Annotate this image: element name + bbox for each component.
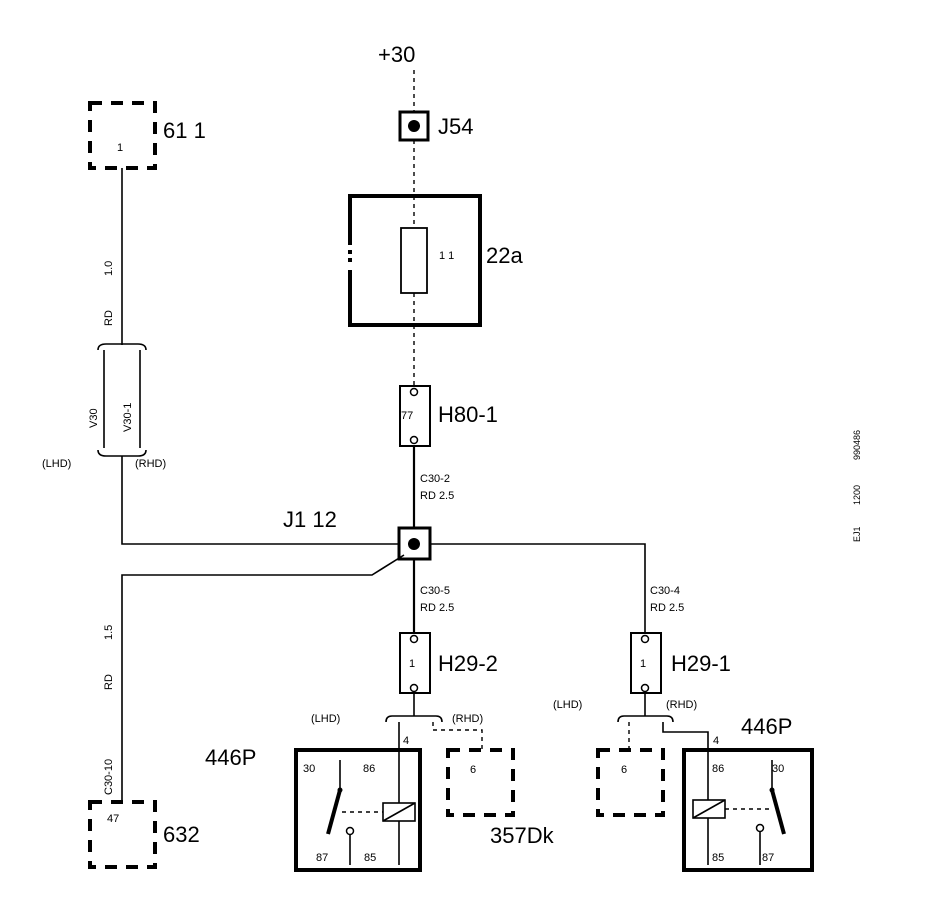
supply-label: +30: [378, 42, 415, 67]
connector-61-pin: 1: [117, 142, 123, 154]
connector-6-pin: 6: [621, 764, 627, 776]
j1-label: J1 12: [283, 507, 337, 532]
relay-left-internals: [326, 750, 416, 865]
wire-61-color: RD: [103, 310, 115, 326]
h80-label: H80-1: [438, 402, 498, 427]
connector-61-label: 61 1: [163, 118, 206, 143]
v30-brace: [97, 343, 147, 457]
connector-632-label: 632: [163, 822, 200, 847]
h29-1-label: H29-1: [671, 651, 731, 676]
split-brace-mid: [385, 715, 443, 723]
fuse-name: 22a: [486, 243, 523, 268]
lhd-right-label: (LHD): [553, 699, 582, 711]
h29-2-label: H29-2: [438, 651, 498, 676]
relay-right-name: 446P: [741, 714, 792, 739]
connector-357: [446, 748, 515, 817]
relay-left-pin85: 85: [364, 852, 376, 864]
wire-to-relay-right: [662, 722, 709, 750]
rhd-left-label: (RHD): [135, 458, 166, 470]
relay-right-internals: [692, 750, 786, 865]
connector-357-label: 357Dk: [490, 823, 555, 848]
wire-c30-10: [121, 554, 405, 800]
rhd-right-label: (RHD): [666, 699, 697, 711]
wire-c30-10-label: C30-10: [103, 759, 115, 795]
connector-632: [88, 800, 157, 869]
wire-to-357-dashed: [432, 722, 483, 750]
connector-632-pin: 47: [107, 813, 119, 825]
connector-357-pin: 6: [470, 764, 476, 776]
h29-1-pin: 1: [640, 658, 646, 670]
j1-junction: [397, 526, 432, 561]
lhd-mid-label: (LHD): [311, 713, 340, 725]
pin4-left-label: 4: [403, 735, 409, 747]
relay-left-name: 446P: [205, 745, 256, 770]
wire-c30-5-label: C30-5: [420, 585, 450, 597]
j54-label: J54: [438, 114, 473, 139]
pin4-right-label: 4: [713, 735, 719, 747]
wire-c30-4-spec: RD 2.5: [650, 602, 684, 614]
wire-c30-4: [430, 543, 646, 633]
wire-61-to-j1: [121, 456, 399, 545]
relay-left-pin87: 87: [316, 852, 328, 864]
fuse-symbol: [400, 227, 428, 294]
wire-c30-10-color: RD: [103, 674, 115, 690]
wire-c30-2-spec: RD 2.5: [420, 490, 454, 502]
v30-label: V30: [88, 408, 100, 428]
wire-c30-5-spec: RD 2.5: [420, 602, 454, 614]
relay-left-pin30: 30: [303, 763, 315, 775]
margin-code: 990486: [852, 430, 862, 460]
lhd-left-label: (LHD): [42, 458, 71, 470]
fuse-box-22a: [348, 194, 482, 327]
relay-right-pin86: 86: [712, 763, 724, 775]
wire-c30-4-label: C30-4: [650, 585, 680, 597]
wire-c30-2-label: C30-2: [420, 473, 450, 485]
h29-2-pin: 1: [409, 658, 415, 670]
connector-6: [596, 748, 665, 817]
rhd-mid-label: (RHD): [452, 713, 483, 725]
relay-left-pin86: 86: [363, 763, 375, 775]
h29-1-connector: [630, 632, 662, 694]
v30-1-label: V30-1: [122, 403, 134, 432]
h80-pin: 77: [401, 410, 413, 422]
j54-junction: [398, 110, 430, 142]
split-brace-right: [617, 715, 674, 723]
wire-c30-10-size: 1.5: [103, 625, 115, 640]
margin-1200: 1200: [852, 485, 862, 505]
connector-61: [88, 101, 157, 170]
h29-2-connector: [399, 632, 431, 694]
relay-right-pin30: 30: [772, 763, 784, 775]
wire-61-size: 1.0: [103, 261, 115, 276]
margin-ej1: EJ1: [852, 526, 862, 542]
relay-right-pin85: 85: [712, 852, 724, 864]
fuse-value: 1 1: [439, 250, 454, 262]
relay-right-pin87: 87: [762, 852, 774, 864]
